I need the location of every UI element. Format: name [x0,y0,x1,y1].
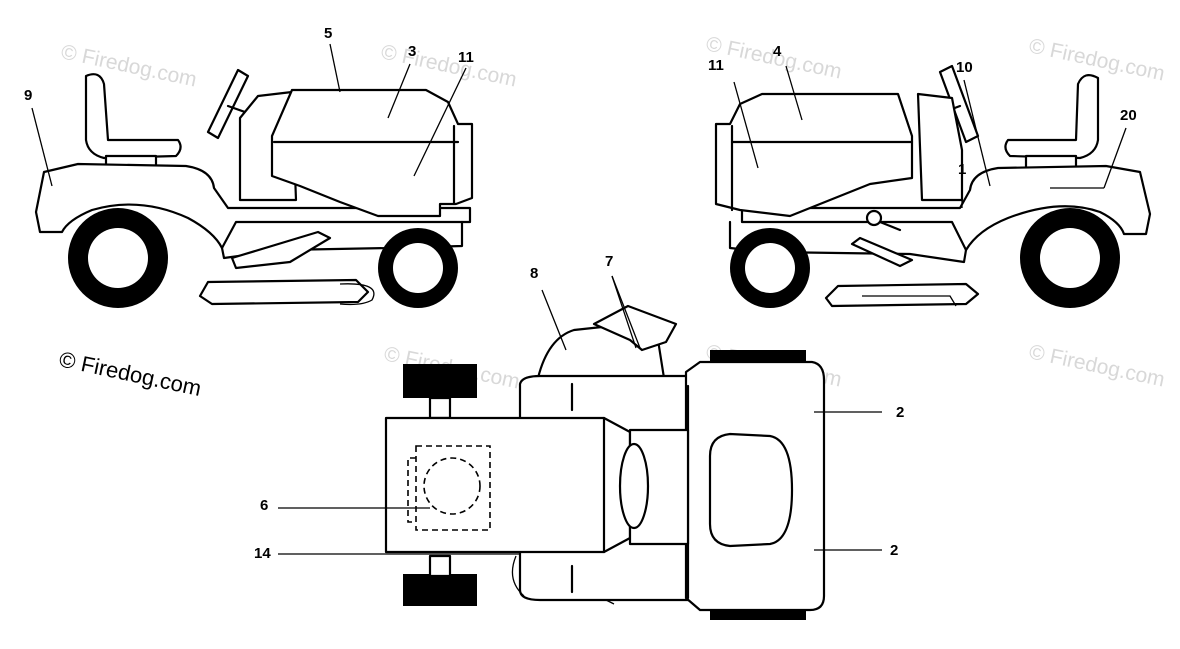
rear-fender [34,162,472,250]
callout-label: 2 [890,542,898,559]
mower-deck [824,282,980,308]
rear-fender [740,164,1152,252]
callout-label: 5 [324,25,332,42]
hood [714,92,914,218]
callout-label: 7 [605,253,613,270]
callout-label: 9 [24,87,32,104]
callout-labels: 5 3 11 9 4 11 10 20 1 8 7 2 2 6 14 [24,25,1137,562]
right-side-view [714,64,1152,308]
callout-label: 2 [896,404,904,421]
foot-pedal [850,236,914,268]
seat [84,73,182,160]
hood [270,88,474,218]
seat [1004,73,1100,160]
watermark: © Firedog.com [379,40,519,91]
left-side-view [34,68,474,308]
callout-label: 14 [254,545,271,562]
callout-label: 11 [708,57,724,74]
callout-label: 8 [530,265,538,282]
callout-label: 6 [260,497,268,514]
callout-label: 10 [956,59,973,76]
callout-label: 11 [458,49,474,66]
top-view [384,304,826,620]
callout-label: 1 [958,161,966,178]
mower-deck [198,278,370,306]
callout-label: 20 [1120,107,1137,124]
foot-pedal [230,230,332,270]
copyright-text: © Firedog.com [57,346,204,401]
callout-label: 3 [408,43,416,60]
seat-pan [384,416,632,554]
steering-wheel [206,68,250,140]
steering-wheel-top [592,304,678,352]
watermark: © Firedog.com [1027,340,1167,391]
callout-label: 4 [773,43,782,60]
throttle-knob [865,209,883,227]
leader-lines [31,43,1127,555]
watermark: © Firedog.com [59,40,199,91]
